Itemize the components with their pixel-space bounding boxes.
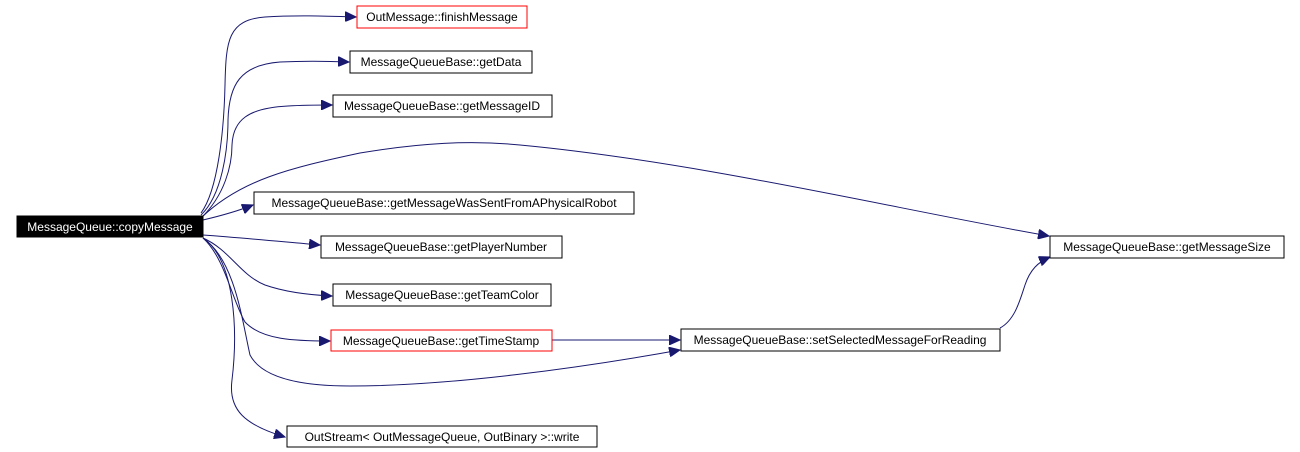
node-label: MessageQueueBase::getMessageWasSentFromA… [271, 196, 617, 210]
edge-setSelected-getMessageSize [999, 257, 1050, 329]
node-label: MessageQueueBase::getData [361, 55, 522, 69]
node-label: MessageQueueBase::getTimeStamp [343, 334, 540, 348]
node-getMessageID[interactable]: MessageQueueBase::getMessageID [332, 94, 553, 118]
edge-copyMessage-write [202, 237, 285, 437]
node-finishMessage[interactable]: OutMessage::finishMessage [356, 5, 528, 29]
node-label: MessageQueueBase::getPlayerNumber [335, 240, 547, 254]
node-getTimeStamp[interactable]: MessageQueueBase::getTimeStamp [330, 329, 553, 352]
node-label: OutMessage::finishMessage [366, 10, 518, 24]
node-getData[interactable]: MessageQueueBase::getData [349, 50, 533, 74]
edges [200, 16, 1050, 437]
node-label: MessageQueue::copyMessage [27, 220, 193, 234]
edge-copyMessage-finishMessage [200, 16, 356, 214]
node-label: MessageQueueBase::setSelectedMessageForR… [694, 333, 987, 347]
node-label: MessageQueueBase::getTeamColor [345, 288, 538, 302]
node-getMessageSize[interactable]: MessageQueueBase::getMessageSize [1049, 235, 1285, 259]
edge-copyMessage-getTeamColor [202, 237, 332, 296]
node-copyMessage[interactable]: MessageQueue::copyMessage [16, 215, 204, 238]
node-label: MessageQueueBase::getMessageID [344, 99, 540, 113]
edge-copyMessage-getData [200, 61, 349, 216]
edge-copyMessage-getMessageWasSent [202, 205, 253, 221]
node-setSelected[interactable]: MessageQueueBase::setSelectedMessageForR… [680, 328, 1001, 352]
node-label: OutStream< OutMessageQueue, OutBinary >:… [305, 430, 580, 444]
edge-copyMessage-getMessageSize [200, 142, 1049, 236]
edge-copyMessage-getPlayerNumber [202, 234, 320, 245]
edge-copyMessage-setSelected [202, 237, 680, 387]
node-getPlayerNumber[interactable]: MessageQueueBase::getPlayerNumber [320, 235, 563, 259]
edge-copyMessage-getTimeStamp [202, 237, 330, 341]
node-label: MessageQueueBase::getMessageSize [1063, 240, 1271, 254]
node-write[interactable]: OutStream< OutMessageQueue, OutBinary >:… [286, 425, 598, 448]
node-getMessageWasSent[interactable]: MessageQueueBase::getMessageWasSentFromA… [253, 191, 635, 215]
nodes: MessageQueue::copyMessage OutMessage::fi… [16, 5, 1285, 448]
edge-copyMessage-getMessageID [200, 105, 332, 219]
node-getTeamColor[interactable]: MessageQueueBase::getTeamColor [332, 283, 552, 307]
